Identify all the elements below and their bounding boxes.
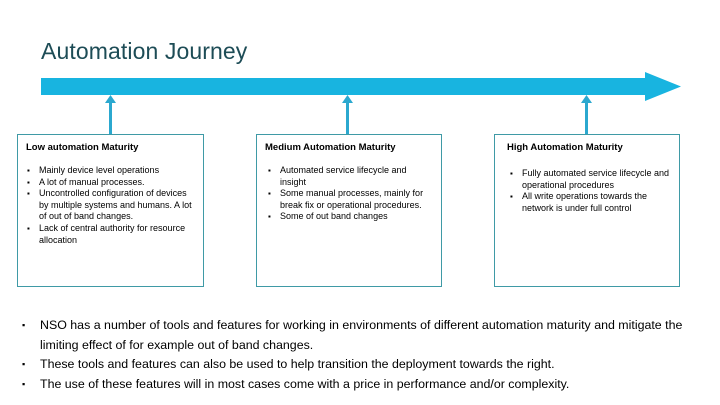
bullet-icon: ▪ xyxy=(27,166,30,175)
journey-arrow-icon xyxy=(41,72,681,101)
list-item: ▪ Uncontrolled configuration of devices b… xyxy=(26,188,197,223)
list-item: ▪ A lot of manual processes. xyxy=(26,177,197,189)
list-item-text: Uncontrolled configuration of devices by… xyxy=(39,188,192,222)
bullet-icon: ▪ xyxy=(22,359,26,369)
tick-arrow-high-icon xyxy=(581,95,592,135)
bullet-icon: ▪ xyxy=(268,166,271,175)
bullet-icon: ▪ xyxy=(268,212,271,222)
list-item-text: NSO has a number of tools and features f… xyxy=(40,318,683,352)
tick-arrow-low-icon xyxy=(105,95,116,135)
list-item: ▪ Some of out band changes xyxy=(265,211,435,223)
bullet-icon: ▪ xyxy=(22,320,26,330)
list-item-text: A lot of manual processes. xyxy=(39,176,145,187)
maturity-box-low: Low automation Maturity ▪ Mainly device l… xyxy=(17,134,204,287)
bullet-icon: ▪ xyxy=(27,177,30,187)
list-item-text: Mainly device level operations xyxy=(39,165,160,175)
maturity-box-medium-title: Medium Automation Maturity xyxy=(265,142,396,153)
list-item: ▪ Automated service lifecycle and insight xyxy=(265,165,435,188)
list-item-text: Fully automated service lifecycle and op… xyxy=(522,168,670,190)
list-item: ▪ The use of these features will in most … xyxy=(20,375,698,395)
list-item-text: These tools and features can also be use… xyxy=(40,357,555,371)
list-item-text: Some manual processes, mainly for break … xyxy=(280,188,424,210)
list-item-text: Some of out band changes xyxy=(280,211,388,222)
footer-notes-list: ▪ NSO has a number of tools and features … xyxy=(20,316,698,394)
bullet-icon: ▪ xyxy=(27,189,30,199)
maturity-box-high-title: High Automation Maturity xyxy=(507,142,623,153)
maturity-box-medium-list: ▪ Automated service lifecycle and insight… xyxy=(265,165,435,223)
list-item-text: Lack of central authority for resource a… xyxy=(39,222,186,245)
bullet-icon: ▪ xyxy=(510,169,513,178)
list-item: ▪ Some manual processes, mainly for break… xyxy=(265,188,435,211)
list-item: ▪ Lack of central authority for resource … xyxy=(26,223,197,246)
bullet-icon: ▪ xyxy=(268,189,271,199)
bullet-icon: ▪ xyxy=(22,378,26,389)
list-item-text: The use of these features will in most c… xyxy=(40,376,570,391)
list-item: ▪ All write operations towards the networ… xyxy=(507,191,673,214)
list-item: ▪ Mainly device level operations xyxy=(26,165,197,177)
maturity-box-low-list: ▪ Mainly device level operations ▪ A lot o… xyxy=(26,165,197,246)
list-item: ▪ Fully automated service lifecycle and o… xyxy=(507,168,673,191)
maturity-box-high-list: ▪ Fully automated service lifecycle and o… xyxy=(507,168,673,214)
bullet-icon: ▪ xyxy=(27,223,30,233)
tick-arrow-medium-icon xyxy=(342,95,353,135)
list-item: ▪ NSO has a number of tools and features … xyxy=(20,316,698,355)
bullet-icon: ▪ xyxy=(510,192,513,202)
list-item-text: All write operations towards the network… xyxy=(522,191,648,213)
page-title: Automation Journey xyxy=(41,38,248,64)
list-item: ▪ These tools and features can also be us… xyxy=(20,355,698,375)
list-item-text: Automated service lifecycle and insight xyxy=(280,165,407,187)
maturity-box-medium: Medium Automation Maturity ▪ Automated se… xyxy=(256,134,442,287)
maturity-box-low-title: Low automation Maturity xyxy=(26,142,139,153)
maturity-box-high: High Automation Maturity ▪ Fully automate… xyxy=(494,134,680,287)
